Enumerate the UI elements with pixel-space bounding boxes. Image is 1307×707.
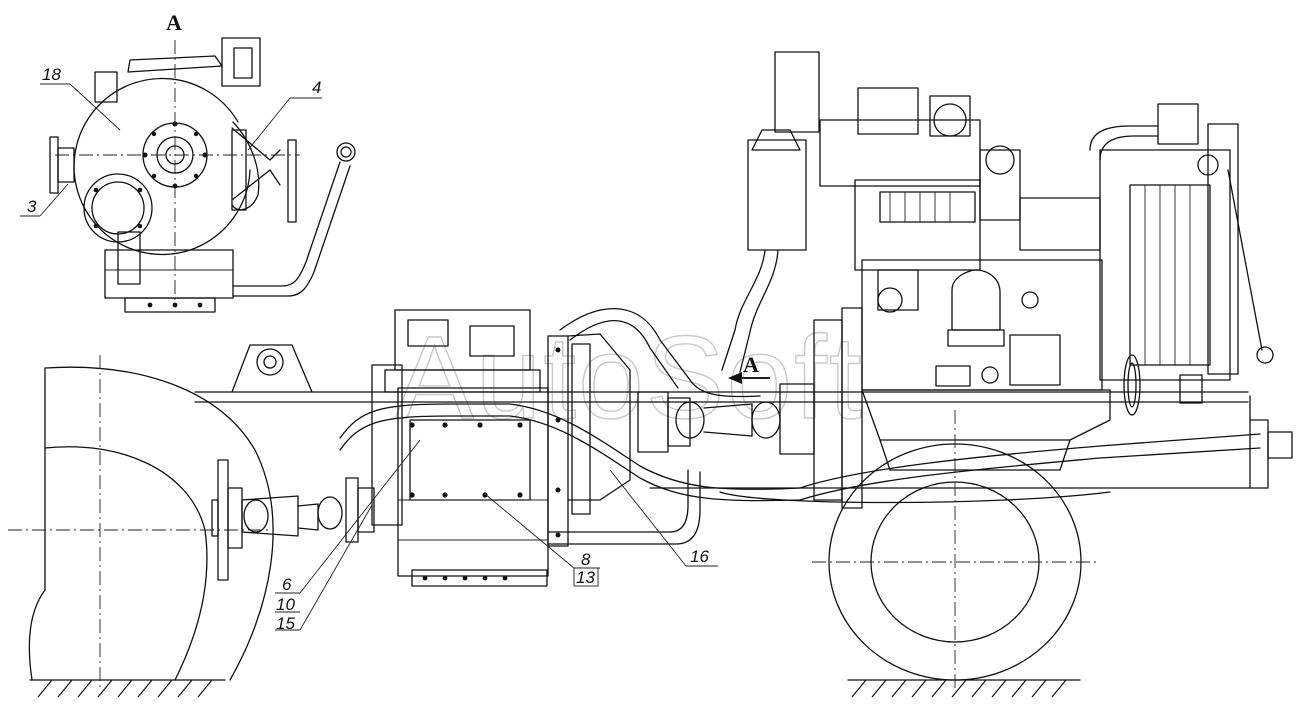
- view-a-arrow: A: [728, 352, 770, 384]
- callout-3: 3: [27, 197, 37, 216]
- front-drive-shaft: [637, 307, 863, 509]
- callout-6: 6: [282, 575, 292, 594]
- view-a-title: A: [166, 10, 182, 35]
- watermark: AutoSoft: [395, 312, 864, 444]
- view-a-detail: A: [20, 10, 356, 313]
- rear-wheel: [8, 355, 274, 698]
- pump-drive-housing: [339, 308, 801, 587]
- callout-13: 13: [576, 568, 595, 587]
- callout-15: 15: [276, 614, 295, 633]
- callouts-main: 6 10 15 8 13 16: [275, 439, 718, 633]
- callout-4: 4: [312, 78, 321, 97]
- callout-18: 18: [42, 65, 61, 84]
- engine-block: [721, 51, 1274, 501]
- arrow-a-label: A: [743, 352, 759, 377]
- callout-16: 16: [690, 547, 709, 566]
- callout-10: 10: [276, 595, 295, 614]
- callout-8: 8: [581, 550, 591, 569]
- cardan-shaft: [211, 459, 375, 581]
- front-wheel: [812, 410, 1100, 698]
